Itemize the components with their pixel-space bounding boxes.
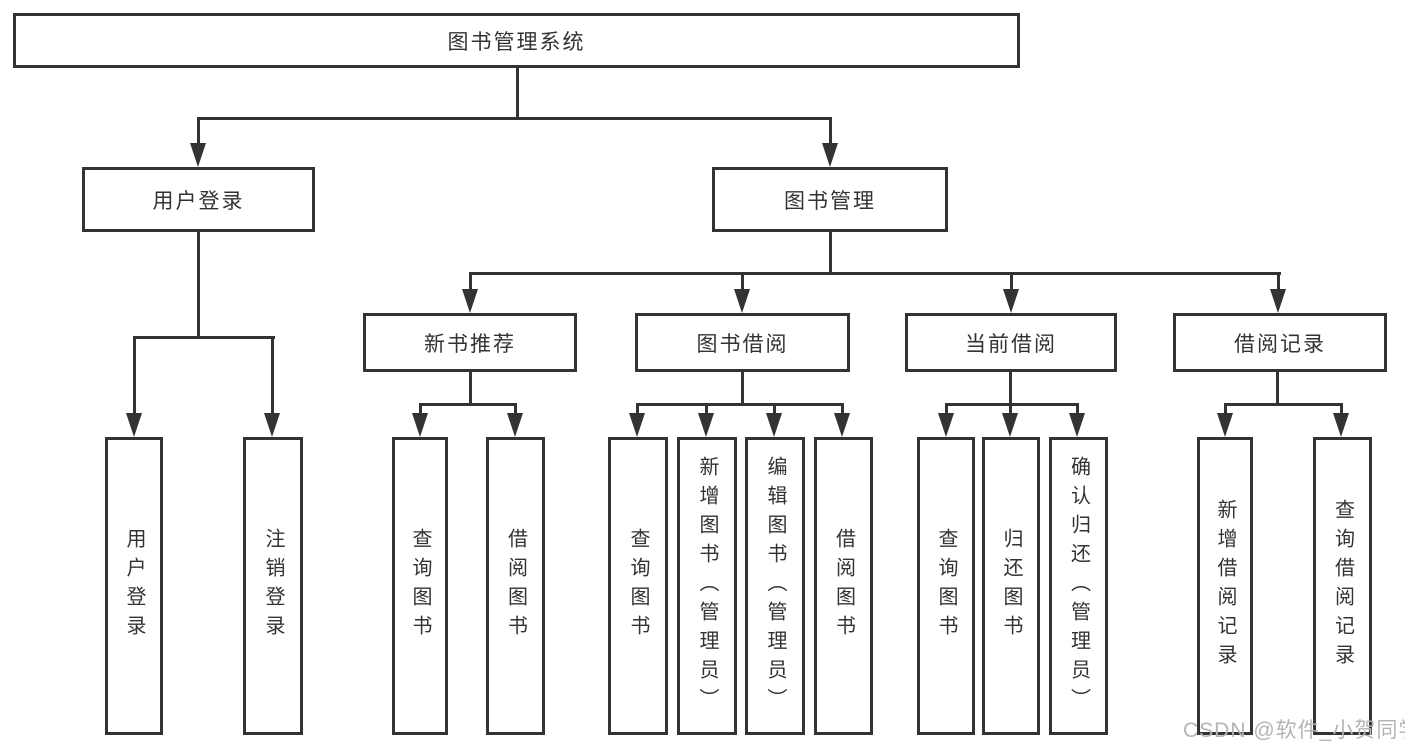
connector-br-query-stem: [1340, 403, 1343, 416]
connector-cur-confirm-stem: [1076, 403, 1079, 416]
connector-login-stem: [133, 336, 136, 416]
node-book-borrow-label: 图书借阅: [696, 332, 789, 356]
node-leaf-cur-confirm: 确认归还（管理员）: [1049, 437, 1108, 735]
node-borrow-records-label: 借阅记录: [1234, 332, 1326, 356]
connector-user-login-rail: [133, 336, 275, 339]
node-root: 图书管理系统: [13, 13, 1020, 68]
arrow-user-login: [190, 143, 206, 167]
node-leaf-cur-return: 归还图书: [982, 437, 1040, 735]
arrow-logout: [264, 413, 280, 437]
connector-root-stem: [516, 68, 519, 120]
csdn-watermark: CSDN @软件_小贺同学: [1183, 719, 1405, 742]
connector-book-mgmt-rail: [469, 272, 1281, 275]
connector-book-mgmt-stem: [829, 117, 832, 147]
arrow-bb-edit: [766, 413, 782, 437]
node-borrow-records: 借阅记录: [1173, 313, 1387, 372]
node-leaf-logout-label: 注销登录: [262, 528, 284, 644]
node-leaf-bb-query-label: 查询图书: [627, 528, 649, 644]
connector-bb-add-stem: [705, 403, 708, 416]
arrow-rec-borrow: [507, 413, 523, 437]
node-leaf-bb-edit: 编辑图书（管理员）: [745, 437, 805, 735]
connector-borrow-records-stem: [1277, 272, 1280, 294]
connector-user-login-stem: [197, 117, 200, 147]
connector-new-book-rec-stem: [469, 272, 472, 294]
node-leaf-cur-confirm-label: 确认归还（管理员）: [1067, 455, 1090, 717]
connector-logout-stem: [271, 336, 274, 416]
connector-cur-return-stem: [1009, 403, 1012, 416]
connector-new-book-rec-rail: [419, 403, 517, 406]
node-leaf-bb-borrow-label: 借阅图书: [832, 528, 855, 644]
arrow-cur-return: [1002, 413, 1018, 437]
node-leaf-rec-borrow: 借阅图书: [486, 437, 545, 735]
connector-user-login-down: [197, 232, 200, 339]
arrow-book-mgmt: [822, 143, 838, 167]
connector-bb-borrow-stem: [841, 403, 844, 416]
connector-br-add-stem: [1224, 403, 1227, 416]
node-book-mgmt: 图书管理: [712, 167, 948, 232]
node-book-mgmt-label: 图书管理: [784, 189, 876, 213]
connector-current-borrow-stem: [1010, 272, 1013, 294]
connector-book-borrow-stem: [741, 272, 744, 294]
node-leaf-br-query-label: 查询借阅记录: [1331, 499, 1354, 673]
node-user-login-label: 用户登录: [152, 189, 245, 213]
connector-bb-edit-stem: [773, 403, 776, 416]
connector-new-book-rec-down: [469, 372, 472, 406]
node-leaf-cur-return-label: 归还图书: [1000, 528, 1022, 644]
node-leaf-logout: 注销登录: [243, 437, 303, 735]
node-leaf-bb-borrow: 借阅图书: [814, 437, 873, 735]
arrow-br-add: [1217, 413, 1233, 437]
node-current-borrow-label: 当前借阅: [965, 332, 1057, 356]
arrow-bb-query: [629, 413, 645, 437]
node-leaf-br-query: 查询借阅记录: [1313, 437, 1372, 735]
connector-current-borrow-down: [1009, 372, 1012, 406]
node-book-borrow: 图书借阅: [635, 313, 850, 372]
arrow-bb-add: [698, 413, 714, 437]
connector-rec-borrow-stem: [514, 403, 517, 416]
node-leaf-bb-add-label: 新增图书（管理员）: [696, 455, 718, 717]
connector-borrow-records-down: [1276, 372, 1279, 406]
node-new-book-rec-label: 新书推荐: [424, 332, 516, 356]
node-new-book-rec: 新书推荐: [363, 313, 577, 372]
connector-root-rail: [197, 117, 832, 120]
arrow-bb-borrow: [834, 413, 850, 437]
node-leaf-bb-edit-label: 编辑图书（管理员）: [764, 455, 786, 717]
arrow-current-borrow: [1003, 289, 1019, 313]
connector-borrow-records-rail: [1224, 403, 1343, 406]
arrow-login: [126, 413, 142, 437]
node-leaf-login-label: 用户登录: [123, 528, 145, 644]
node-leaf-rec-query-label: 查询图书: [409, 528, 431, 644]
node-root-label: 图书管理系统: [447, 30, 586, 54]
arrow-cur-query: [938, 413, 954, 437]
connector-current-borrow-rail: [945, 403, 1079, 406]
node-leaf-cur-query: 查询图书: [917, 437, 975, 735]
connector-bb-query-stem: [636, 403, 639, 416]
connector-book-mgmt-down: [829, 232, 832, 275]
node-leaf-bb-add: 新增图书（管理员）: [677, 437, 737, 735]
connector-book-borrow-down: [741, 372, 744, 406]
node-leaf-cur-query-label: 查询图书: [935, 528, 957, 644]
node-user-login: 用户登录: [82, 167, 315, 232]
node-leaf-bb-query: 查询图书: [608, 437, 668, 735]
node-current-borrow: 当前借阅: [905, 313, 1117, 372]
arrow-borrow-records: [1270, 289, 1286, 313]
arrow-cur-confirm: [1069, 413, 1085, 437]
node-leaf-br-add: 新增借阅记录: [1197, 437, 1253, 735]
node-leaf-login: 用户登录: [105, 437, 163, 735]
arrow-rec-query: [412, 413, 428, 437]
node-leaf-rec-query: 查询图书: [392, 437, 448, 735]
node-leaf-rec-borrow-label: 借阅图书: [504, 528, 527, 644]
arrow-book-borrow: [734, 289, 750, 313]
connector-rec-query-stem: [419, 403, 422, 416]
arrow-new-book-rec: [462, 289, 478, 313]
node-leaf-br-add-label: 新增借阅记录: [1214, 499, 1236, 673]
connector-book-borrow-rail: [636, 403, 844, 406]
connector-cur-query-stem: [945, 403, 948, 416]
arrow-br-query: [1333, 413, 1349, 437]
